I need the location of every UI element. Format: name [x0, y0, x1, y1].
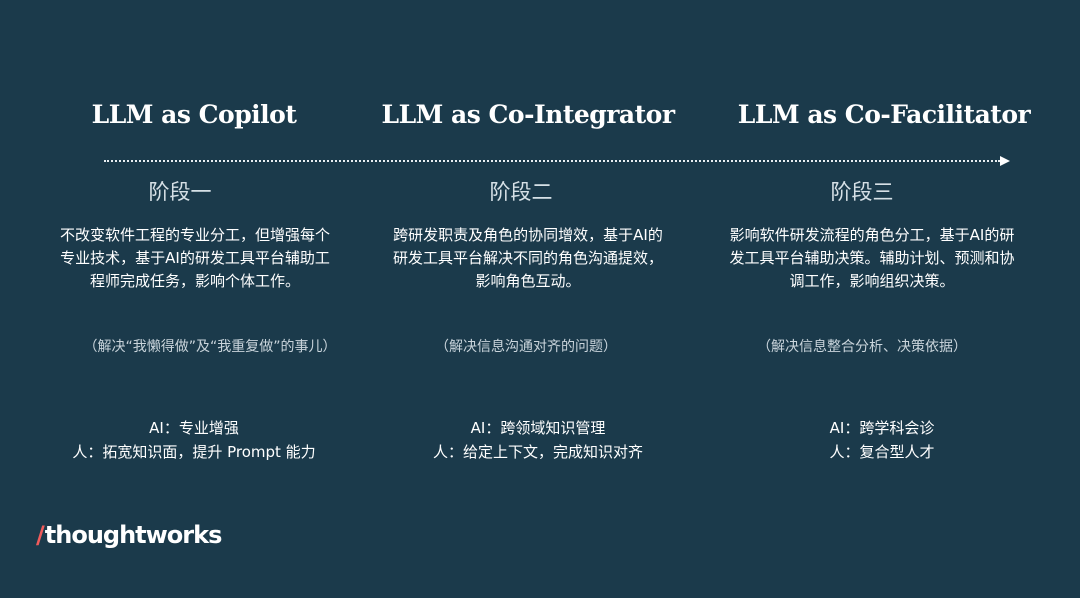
column-1-human-role: 人：拓宽知识面，提升 Prompt 能力	[72, 443, 316, 461]
column-2-human-role: 人：给定上下文，完成知识对齐	[432, 443, 644, 461]
timeline-arrow	[104, 156, 1010, 166]
column-1-note: （解决“我懒得做”及“我重复做”的事儿）	[83, 339, 337, 355]
column-3-human-role: 人：复合型人才	[829, 443, 935, 461]
column-2-ai-role: AI：跨领域知识管理	[470, 419, 606, 437]
logo-text: thoughtworks	[44, 521, 223, 549]
column-1-roles: AI：专业增强 人：拓宽知识面，提升 Prompt 能力	[72, 416, 315, 464]
column-1-ai-role: AI：专业增强	[149, 419, 239, 437]
column-2-title: LLM as Co-Integrator	[381, 100, 675, 129]
column-1-title: LLM as Copilot	[91, 100, 297, 129]
logo-slash-icon: /	[36, 521, 45, 549]
column-3-note: （解决信息整合分析、决策依据）	[757, 339, 967, 355]
column-2-note: （解决信息沟通对齐的问题）	[435, 339, 617, 355]
column-2-description: 跨研发职责及角色的协同增效，基于AI的研发工具平台解决不同的角色沟通提效，影响角…	[392, 226, 663, 290]
column-3-description: 影响软件研发流程的角色分工，基于AI的研发工具平台辅助决策。辅助计划、预测和协调…	[729, 226, 1015, 290]
arrow-right-icon	[1000, 156, 1010, 166]
column-3-title: LLM as Co-Facilitator	[737, 100, 1031, 129]
column-1-description: 不改变软件工程的专业分工，但增强每个专业技术，基于AI的研发工具平台辅助工程师完…	[59, 226, 330, 290]
column-2-roles: AI：跨领域知识管理 人：给定上下文，完成知识对齐	[433, 416, 643, 464]
column-3-ai-role: AI：跨学科会诊	[829, 419, 935, 437]
thoughtworks-logo: /thoughtworks	[36, 521, 223, 549]
timeline-dotted-line	[104, 160, 1000, 162]
column-3-stage: 阶段三	[830, 180, 894, 204]
column-2-stage: 阶段二	[489, 180, 553, 204]
column-3-roles: AI：跨学科会诊 人：复合型人才	[829, 416, 934, 464]
column-1-stage: 阶段一	[148, 180, 212, 204]
